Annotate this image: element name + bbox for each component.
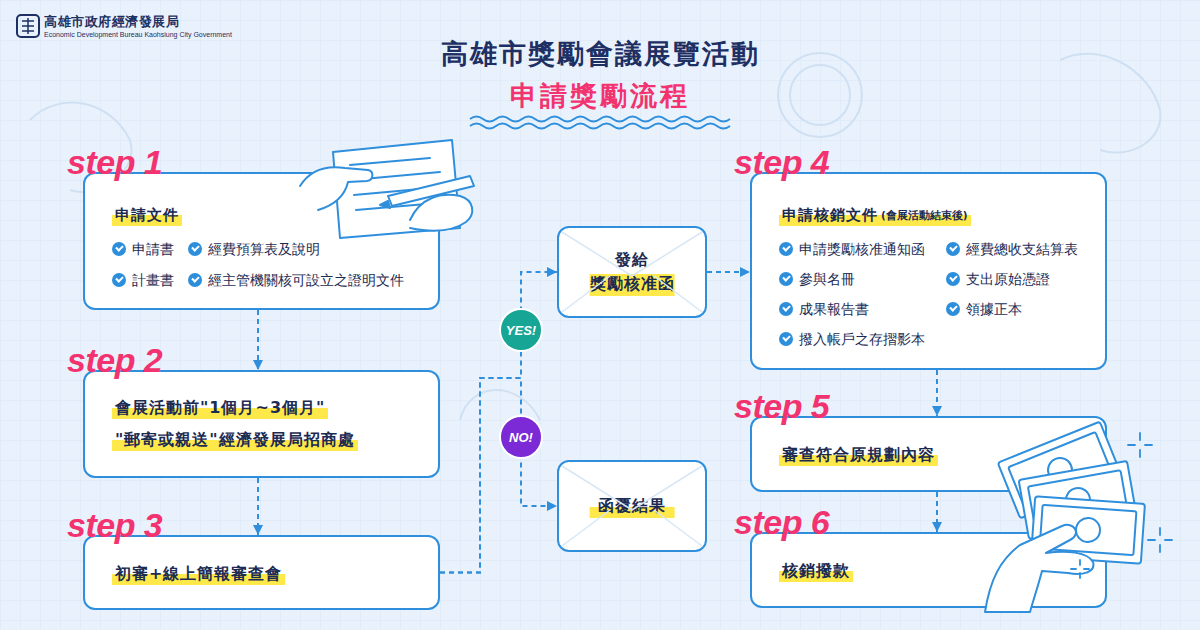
logo-name-english: Economic Development Bureau Kaohsiung Ci… <box>44 31 232 38</box>
process-box: 發給 獎勵核准函 <box>557 226 707 318</box>
page-title: 高雄市獎勵會議展覽活動 <box>0 36 1200 72</box>
sparkle <box>1128 433 1152 457</box>
logo-lines <box>22 18 34 34</box>
coin-doodle <box>790 65 850 125</box>
decision-badge: NO! <box>499 415 543 459</box>
checklist-item: 領據正本 <box>946 300 1022 318</box>
step-heading: 申請核銷文件 <box>779 204 881 226</box>
step-heading: 會展活動前"1個月~3個月" <box>112 397 328 419</box>
coin-doodle <box>778 53 862 137</box>
box-text: 發給 獎勵核准函 <box>590 248 675 296</box>
step-label: step 1 <box>67 144 162 180</box>
process-box: step 1申請文件申請書經費預算表及說明計畫書經主管機關核可設立之證明文件 <box>83 172 440 310</box>
flow-connector <box>936 492 938 532</box>
process-box: 函覆結果 <box>557 460 707 552</box>
flow-connector <box>257 310 259 370</box>
process-box: step 2會展活動前"1個月~3個月""郵寄或親送"經濟發展局招商處 <box>83 370 440 478</box>
process-box: step 3初審+線上簡報審查會 <box>83 535 440 610</box>
flow-connector <box>440 272 557 573</box>
page-subtitle: 申請獎勵流程 <box>0 78 1200 114</box>
wave-line <box>470 124 730 129</box>
step-heading: "郵寄或親送"經濟發展局招商處 <box>112 429 358 451</box>
checklist-item: 撥入帳戶之存摺影本 <box>779 330 925 348</box>
logo-name: 高雄市政府經濟發展局 <box>44 14 179 31</box>
checklist-item: 計畫書 <box>112 271 174 289</box>
logo-emblem <box>17 15 39 37</box>
decision-badge: YES! <box>499 308 543 352</box>
flow-connector <box>257 478 259 535</box>
step-heading: 審查符合原規劃內容 <box>779 444 938 466</box>
checklist-item: 申請書 <box>112 240 174 258</box>
wave-line <box>470 117 730 122</box>
process-box: step 4申請核銷文件(會展活動結束後)申請獎勵核准通知函經費總收支結算表參與… <box>750 172 1107 370</box>
step-label: step 3 <box>67 507 162 543</box>
process-box: step 5審查符合原規劃內容 <box>750 416 1107 492</box>
logo-frame <box>17 15 39 37</box>
process-box: step 6核銷撥款 <box>750 532 1107 608</box>
checklist-item: 支出原始憑證 <box>946 270 1050 288</box>
step-heading: 核銷撥款 <box>779 560 853 582</box>
checklist-item: 經費總收支結算表 <box>946 240 1078 258</box>
checklist-item: 經主管機關核可設立之證明文件 <box>188 271 404 289</box>
step-label: step 6 <box>734 504 829 540</box>
box-text: 函覆結果 <box>590 494 675 518</box>
sparkle <box>1148 528 1172 552</box>
checklist-item: 參與名冊 <box>779 270 855 288</box>
step-label: step 2 <box>67 342 162 378</box>
checklist-item: 經費預算表及說明 <box>188 240 320 258</box>
hand-doodle <box>1060 54 1160 153</box>
title-wave <box>470 117 730 129</box>
checklist-item: 成果報告書 <box>779 300 869 318</box>
flow-connector <box>707 271 750 273</box>
heading-note: (會展活動結束後) <box>879 204 971 226</box>
step-label: step 5 <box>734 388 829 424</box>
flow-connector <box>936 370 938 416</box>
flow-connector <box>440 378 557 573</box>
step-heading: 申請文件 <box>112 204 182 226</box>
step-heading: 初審+線上簡報審查會 <box>112 563 285 585</box>
checklist-item: 申請獎勵核准通知函 <box>779 240 925 258</box>
step-label: step 4 <box>734 144 829 180</box>
